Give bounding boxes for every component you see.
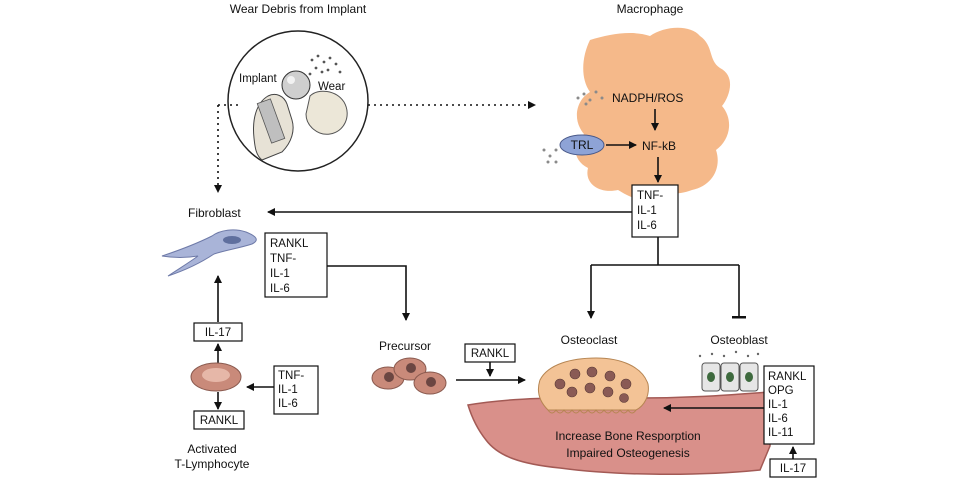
tcell-input-1: IL-1 <box>278 384 298 396</box>
precursor-rankl-label: RANKL <box>471 348 510 360</box>
tcell-input-2: IL-6 <box>278 398 298 410</box>
osteoclast-label: Osteoclast <box>561 333 618 347</box>
macrophage-cytokine-0: TNF- <box>637 190 663 202</box>
implant-illustration: Implant Wear <box>227 30 369 172</box>
nfkb-label: NF-kB <box>642 139 676 153</box>
osteoblast-factor-2: IL-1 <box>768 399 788 411</box>
osteoblast-cells <box>698 350 760 392</box>
fibroblast-label: Fibroblast <box>188 206 241 220</box>
t-lymphocyte-label: T-Lymphocyte <box>175 457 250 471</box>
tcell-input-box: TNF- IL-1 IL-6 <box>273 365 319 415</box>
osteoblast-label: Osteoblast <box>710 333 768 347</box>
macrophage-cytokine-1: IL-1 <box>637 205 657 217</box>
trl-receptor <box>559 134 605 156</box>
fibroblast-factor-3: IL-6 <box>270 283 290 295</box>
precursor-cells <box>371 357 447 395</box>
fibroblast-factor-box: RANKL TNF- IL-1 IL-6 <box>264 232 328 298</box>
precursor-rankl-box: RANKL <box>464 343 516 363</box>
fibroblast-cell <box>161 229 257 277</box>
osteoblast-factor-3: IL-6 <box>768 413 788 425</box>
il17-lower-label: IL-17 <box>780 463 806 475</box>
tcell-input-0: TNF- <box>278 370 304 382</box>
tcell-rankl-label: RANKL <box>200 415 239 427</box>
t-lymphocyte-cell <box>190 362 242 392</box>
macrophage-cytokine-box: TNF- IL-1 IL-6 <box>631 184 679 238</box>
macrophage-title: Macrophage <box>617 2 684 16</box>
wear-debris-title: Wear Debris from Implant <box>230 2 367 16</box>
nadph-ros-label: NADPH/ROS <box>612 91 683 105</box>
fibroblast-factor-2: IL-1 <box>270 268 290 280</box>
fibroblast-factor-1: TNF- <box>270 253 296 265</box>
implant-label: Implant <box>239 73 278 85</box>
precursor-label: Precursor <box>379 339 431 353</box>
il17-upper-label: IL-17 <box>205 327 231 339</box>
fibroblast-factor-0: RANKL <box>270 238 309 250</box>
il17-lower-box: IL-17 <box>769 458 817 478</box>
bone-text-2: Impaired Osteogenesis <box>566 446 689 460</box>
bone-text-1: Increase Bone Resporption <box>555 429 700 443</box>
trl-label: TRL <box>571 138 594 152</box>
macrophage-cell: NADPH/ROS TRL NF-kB <box>542 27 731 201</box>
activated-label: Activated <box>187 442 236 456</box>
osteoblast-factor-1: OPG <box>768 385 794 397</box>
osteoclast-cell <box>537 357 649 414</box>
osteoblast-factor-box: RANKL OPG IL-1 IL-6 IL-11 <box>763 365 815 445</box>
il17-upper-box: IL-17 <box>193 322 243 342</box>
osteoblast-factor-4: IL-11 <box>768 427 793 439</box>
tcell-rankl-box: RANKL <box>193 410 245 430</box>
macrophage-cytokine-2: IL-6 <box>637 220 657 232</box>
arrow-fibroblast-to-precursor <box>327 265 410 321</box>
wear-label: Wear <box>318 81 345 93</box>
osteoblast-factor-0: RANKL <box>768 371 807 383</box>
